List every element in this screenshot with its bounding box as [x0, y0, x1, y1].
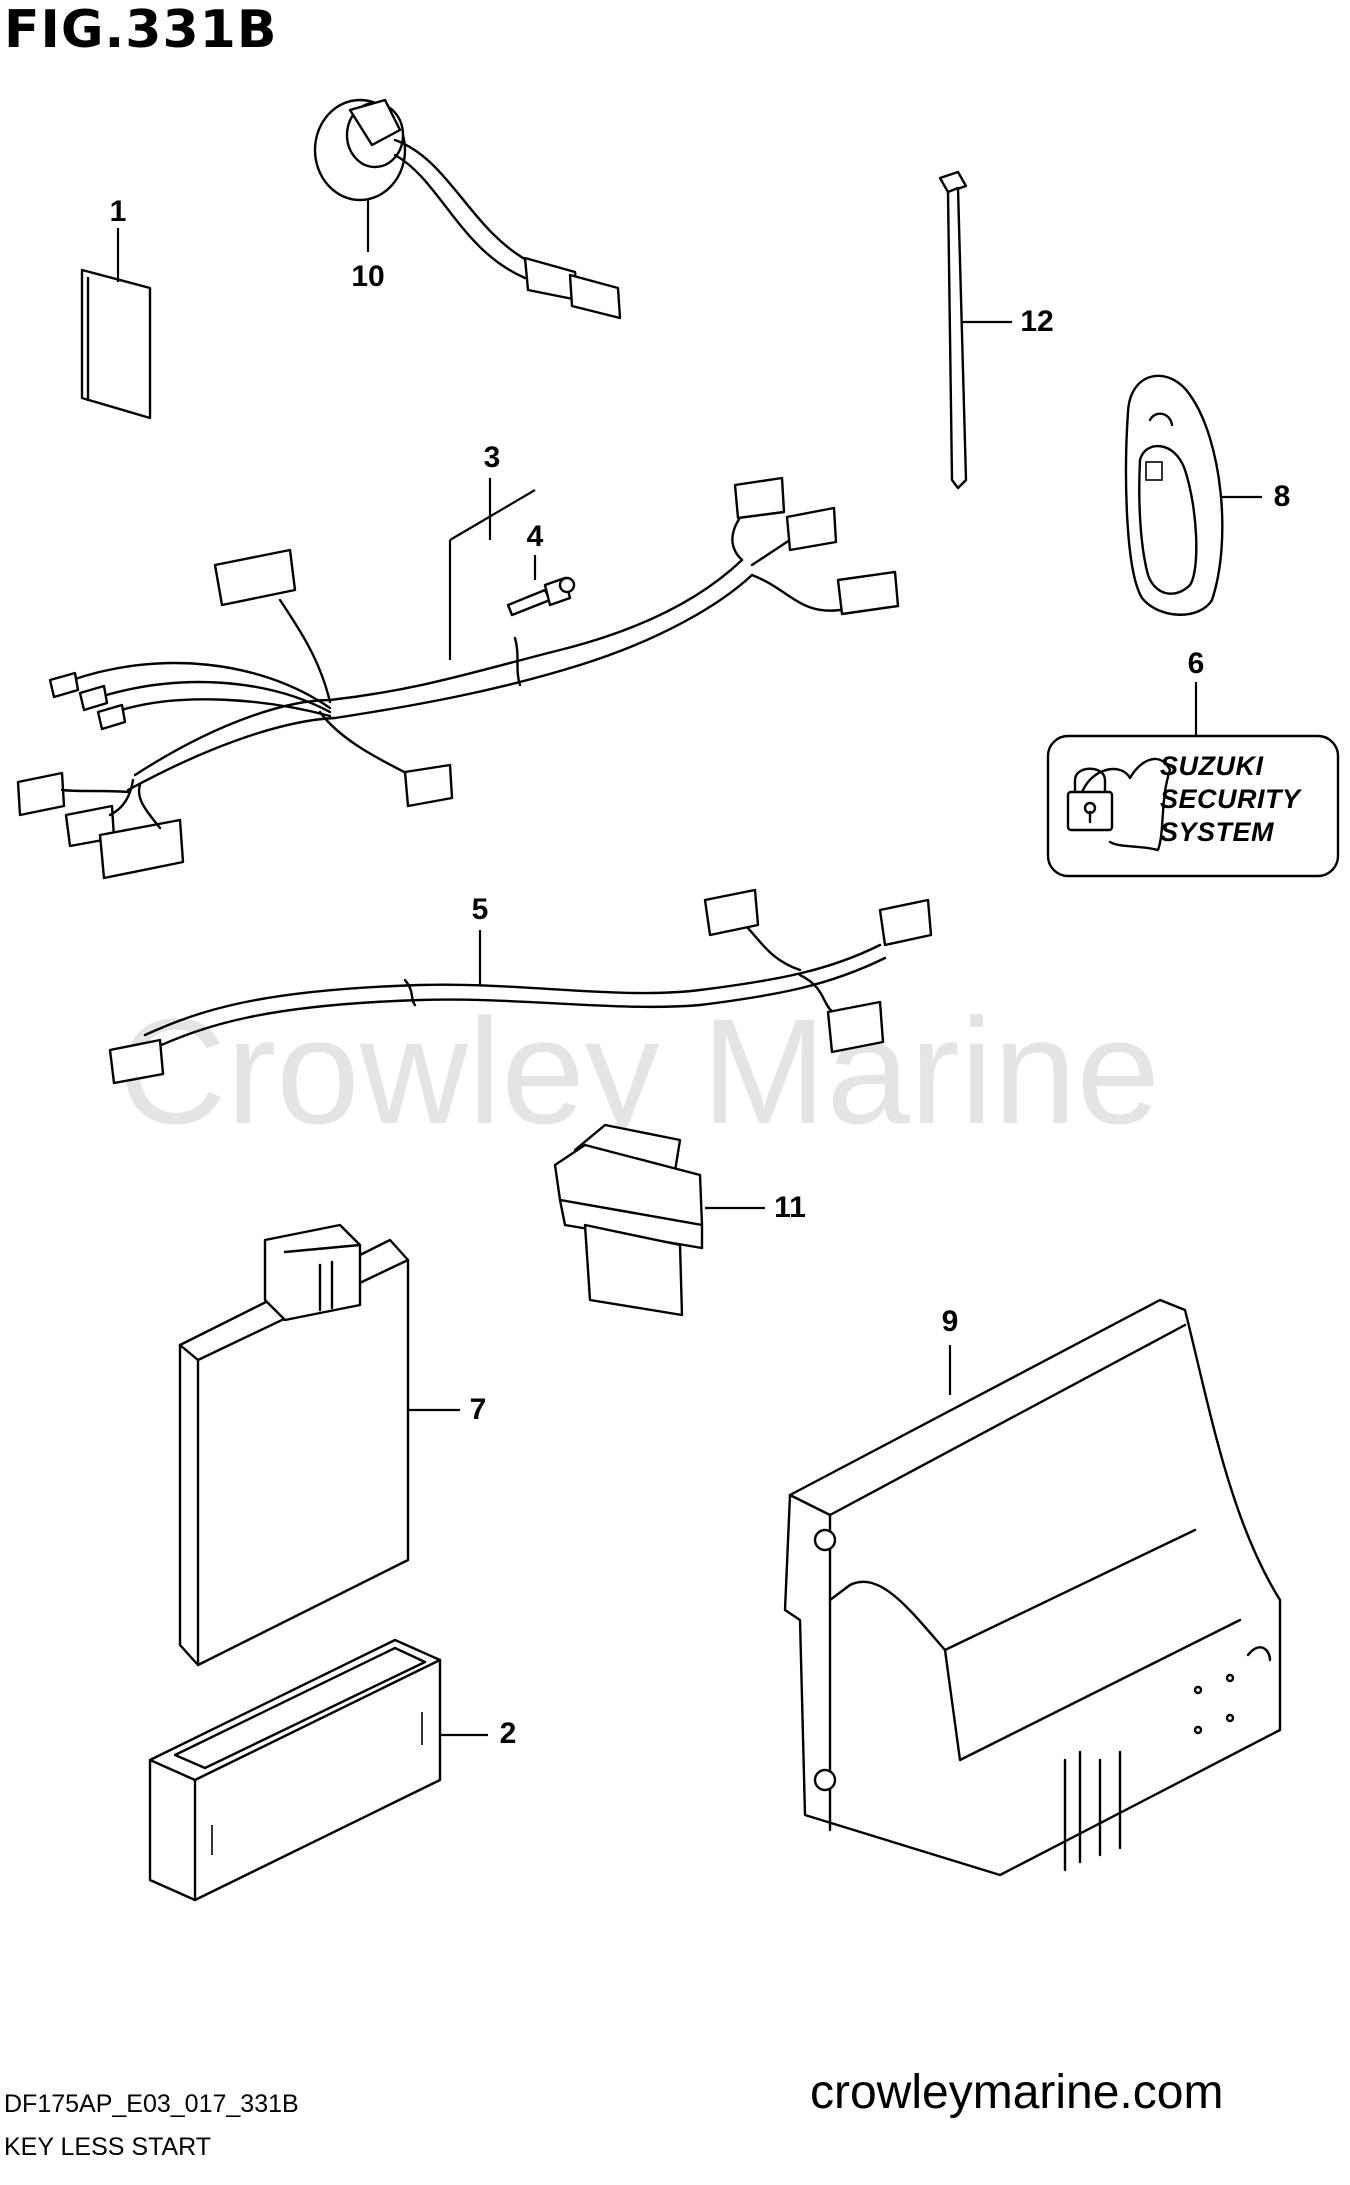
part-6-security-label[interactable]: [1046, 682, 1340, 878]
callout-4[interactable]: 4: [526, 520, 544, 553]
part-1-label-sheet[interactable]: [80, 228, 152, 420]
security-label-line1: SUZUKI: [1160, 751, 1264, 781]
part-4-pin[interactable]: [506, 555, 576, 617]
callout-6[interactable]: 6: [1187, 647, 1205, 680]
part-11-switch[interactable]: [553, 1123, 765, 1317]
callout-2[interactable]: 2: [499, 1717, 517, 1750]
figure-title: FIG.331B: [4, 0, 278, 60]
security-label-line3: SYSTEM: [1160, 817, 1275, 847]
callout-9[interactable]: 9: [941, 1305, 959, 1338]
callout-8[interactable]: 8: [1273, 480, 1291, 513]
figure-code: DF175AP_E03_017_331B: [4, 2090, 299, 2118]
figure-subtitle: KEY LESS START: [4, 2133, 212, 2161]
callout-11[interactable]: 11: [774, 1191, 806, 1224]
part-10-sub-harness[interactable]: [313, 98, 622, 320]
part-9-unit[interactable]: [783, 1298, 1282, 1877]
watermark: Crowley Marine: [118, 987, 1160, 1155]
part-12-cable-tie[interactable]: [938, 170, 1012, 490]
callout-10[interactable]: 10: [351, 260, 385, 293]
callout-5[interactable]: 5: [471, 893, 489, 926]
part-7-control-module[interactable]: [178, 1223, 460, 1667]
part-2-holder[interactable]: [148, 1638, 488, 1902]
callout-1[interactable]: 1: [109, 195, 127, 228]
callout-12[interactable]: 12: [1020, 305, 1054, 338]
callout-7[interactable]: 7: [469, 1393, 487, 1426]
security-label-line2: SECURITY: [1160, 784, 1301, 814]
callout-3[interactable]: 3: [483, 441, 501, 474]
part-3-main-harness[interactable]: [16, 476, 900, 880]
part-8-key-fob[interactable]: [1124, 374, 1262, 616]
website-url: crowleymarine.com: [810, 2066, 1224, 2119]
part-5-harness[interactable]: [108, 888, 933, 1085]
